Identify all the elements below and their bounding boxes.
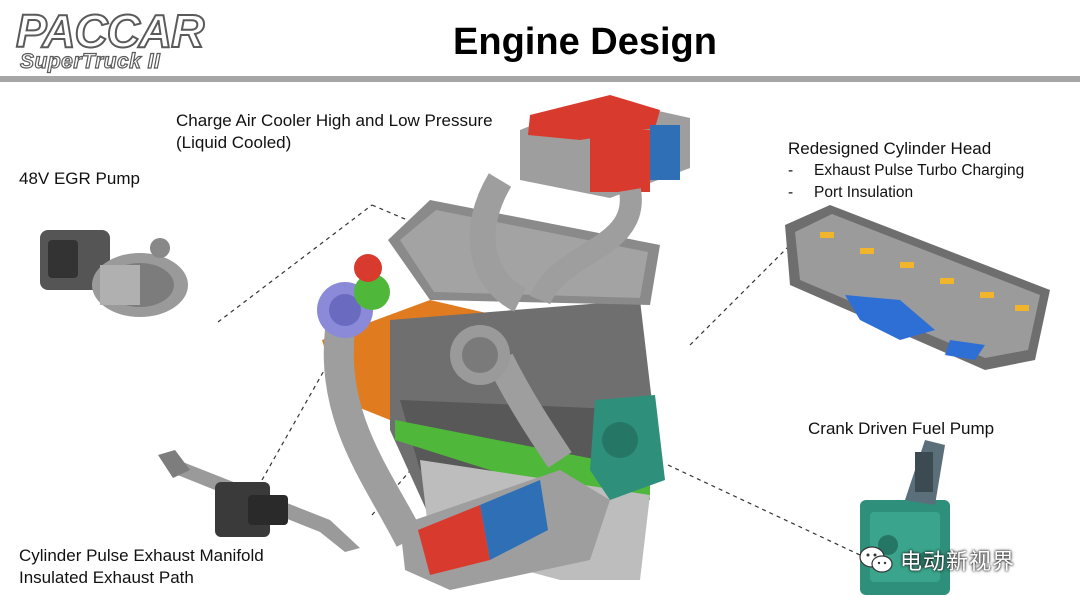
paccar-supertruck-logo: PACCAR SuperTruck II bbox=[15, 5, 236, 74]
charge-air-cooler-line2: (Liquid Cooled) bbox=[176, 133, 292, 152]
leader-cylinder-head bbox=[689, 244, 791, 346]
leader-egr-pump bbox=[217, 204, 373, 323]
exhaust-manifold-label: Cylinder Pulse Exhaust Manifold Insulate… bbox=[19, 545, 264, 589]
cylinder-head-bullet: -Exhaust Pulse Turbo Charging bbox=[788, 162, 1025, 179]
logo-subtitle: SuperTruck II bbox=[19, 49, 161, 73]
charge-air-cooler-top bbox=[520, 95, 690, 198]
charge-air-cooler-label: Charge Air Cooler High and Low Pressure … bbox=[176, 110, 493, 154]
exhaust-manifold-line2: Insulated Exhaust Path bbox=[19, 568, 194, 587]
leader-egr-pump-b bbox=[371, 204, 413, 223]
egr-pump-label: 48V EGR Pump bbox=[19, 169, 140, 188]
cylinder-head-label: Redesigned Cylinder Head bbox=[788, 139, 992, 158]
leader-fuel-pump bbox=[667, 464, 861, 556]
cylinder-head-bullet: -Port Insulation bbox=[788, 184, 914, 201]
exhaust-manifold-line1: Cylinder Pulse Exhaust Manifold bbox=[19, 546, 264, 565]
cylinder-head-image bbox=[785, 205, 1050, 370]
engine-image bbox=[317, 95, 690, 590]
header-divider bbox=[0, 76, 1080, 82]
slide-title: Engine Design bbox=[453, 21, 717, 63]
leader-exhaust-manifold-b bbox=[261, 359, 331, 481]
charge-air-cooler-bottom bbox=[400, 470, 610, 590]
charge-air-cooler-line1: Charge Air Cooler High and Low Pressure bbox=[176, 111, 493, 130]
exhaust-manifold-image bbox=[158, 450, 360, 552]
fuel-pump-label: Crank Driven Fuel Pump bbox=[808, 419, 995, 438]
egr-pump-image bbox=[40, 230, 188, 317]
watermark-text: 电动新视界 bbox=[900, 550, 1016, 575]
wechat-icon bbox=[859, 546, 893, 573]
logo-wordmark: PACCAR bbox=[15, 5, 205, 57]
cylinder-head-bullets: -Exhaust Pulse Turbo Charging -Port Insu… bbox=[788, 160, 1024, 204]
watermark: 电动新视界 bbox=[858, 540, 1015, 580]
